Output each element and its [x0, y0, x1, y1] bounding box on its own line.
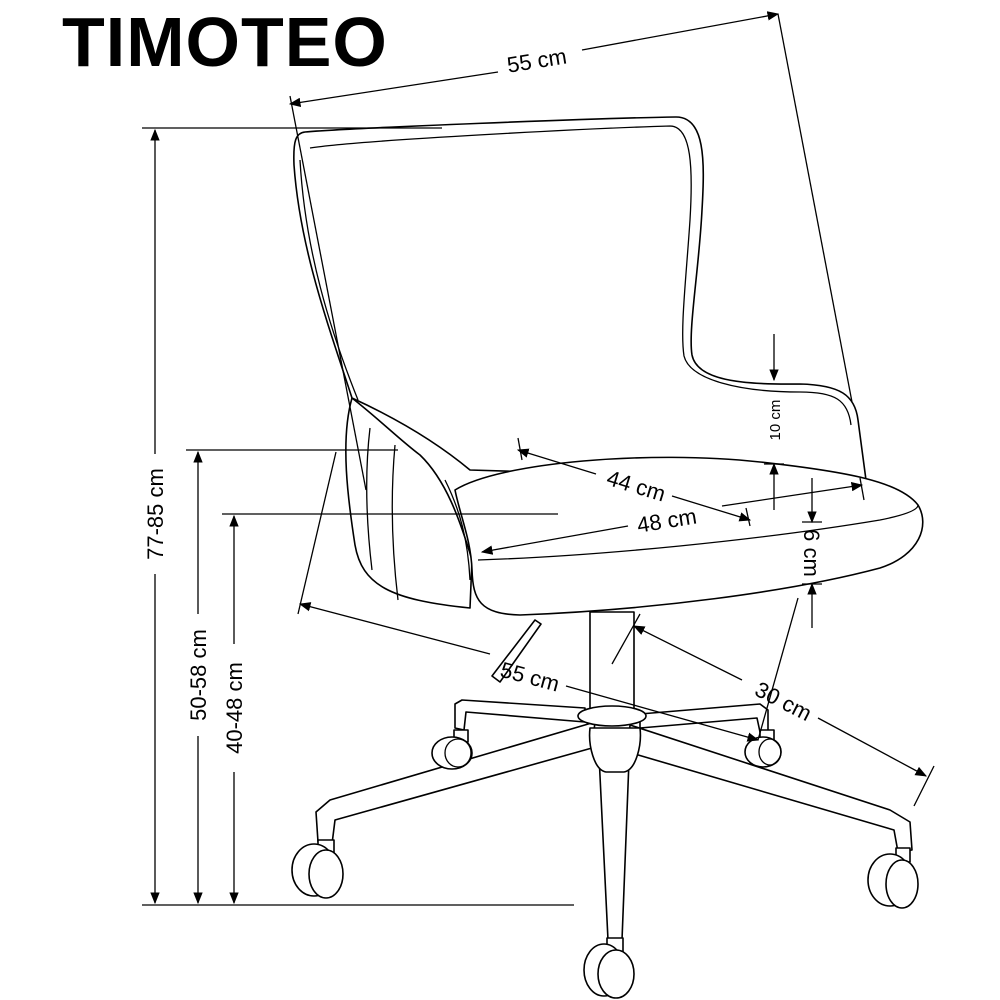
label-seat-thickness: 6 cm: [799, 529, 824, 577]
dim-seat-thickness: 6 cm: [757, 478, 824, 741]
label-seat-height-min: 40-48 cm: [222, 662, 247, 754]
dimension-lines: 55 cm 77-85 cm 50-58 cm 40-48 cm: [142, 11, 935, 906]
dim-backrest-top: 10 cm: [764, 334, 784, 510]
caster-front: [583, 937, 635, 999]
label-backrest-top: 10 cm: [767, 400, 784, 441]
caster-front-right: [867, 847, 919, 909]
dim-total-height: 77-85 cm: [142, 127, 574, 906]
caster-back-right: [744, 729, 782, 768]
caster-front-left: [291, 839, 344, 899]
caster-back-left: [431, 729, 473, 770]
dim-seat-height-min: 40-48 cm: [222, 513, 558, 905]
product-title: TIMOTEO: [62, 3, 388, 81]
chair-illustration: [291, 116, 924, 999]
label-total-height: 77-85 cm: [143, 468, 168, 560]
dim-seat-height-max: 50-58 cm: [186, 449, 398, 905]
label-base-width: 55 cm: [498, 657, 562, 697]
seat: [454, 456, 924, 616]
casters: [291, 729, 919, 999]
label-seat-height-max: 50-58 cm: [186, 629, 211, 721]
label-top-width: 55 cm: [505, 44, 568, 78]
